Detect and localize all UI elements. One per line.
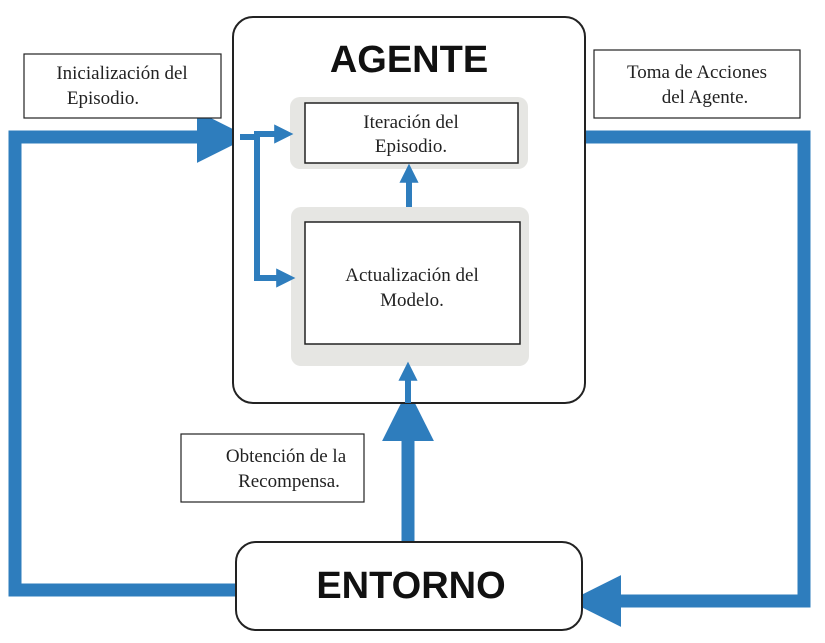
reward-label-box: [180, 433, 365, 503]
agent-split-arrow-to-update: [254, 137, 296, 288]
agent-title: AGENTE: [330, 39, 488, 81]
environment-box: [235, 541, 583, 631]
update-box-line1: Actualización del: [345, 265, 478, 286]
iteration-box-line2: Episodio.: [375, 136, 447, 157]
initialization-flow-arrow: [8, 111, 249, 597]
init-label-line2: Episodio.: [67, 88, 139, 109]
iteration-box: [304, 102, 519, 164]
update-box-line2: Modelo.: [380, 290, 444, 311]
actions-label-box: [593, 49, 801, 119]
action-flow-arrow: [569, 130, 811, 627]
environment-title: ENTORNO: [316, 565, 505, 607]
init-label-line1: Inicialización del: [56, 63, 187, 84]
iteration-box-line1: Iteración del: [363, 112, 458, 133]
agent-split-arrow-to-iteration: [240, 124, 294, 144]
reward-label-line2: Recompensa.: [238, 471, 340, 492]
actions-label-line2: del Agente.: [662, 87, 749, 108]
update-box: [304, 221, 521, 345]
reward-label-line1: Obtención de la: [226, 446, 347, 467]
init-label-box: [23, 53, 222, 119]
actions-label-line1: Toma de Acciones: [627, 62, 767, 83]
